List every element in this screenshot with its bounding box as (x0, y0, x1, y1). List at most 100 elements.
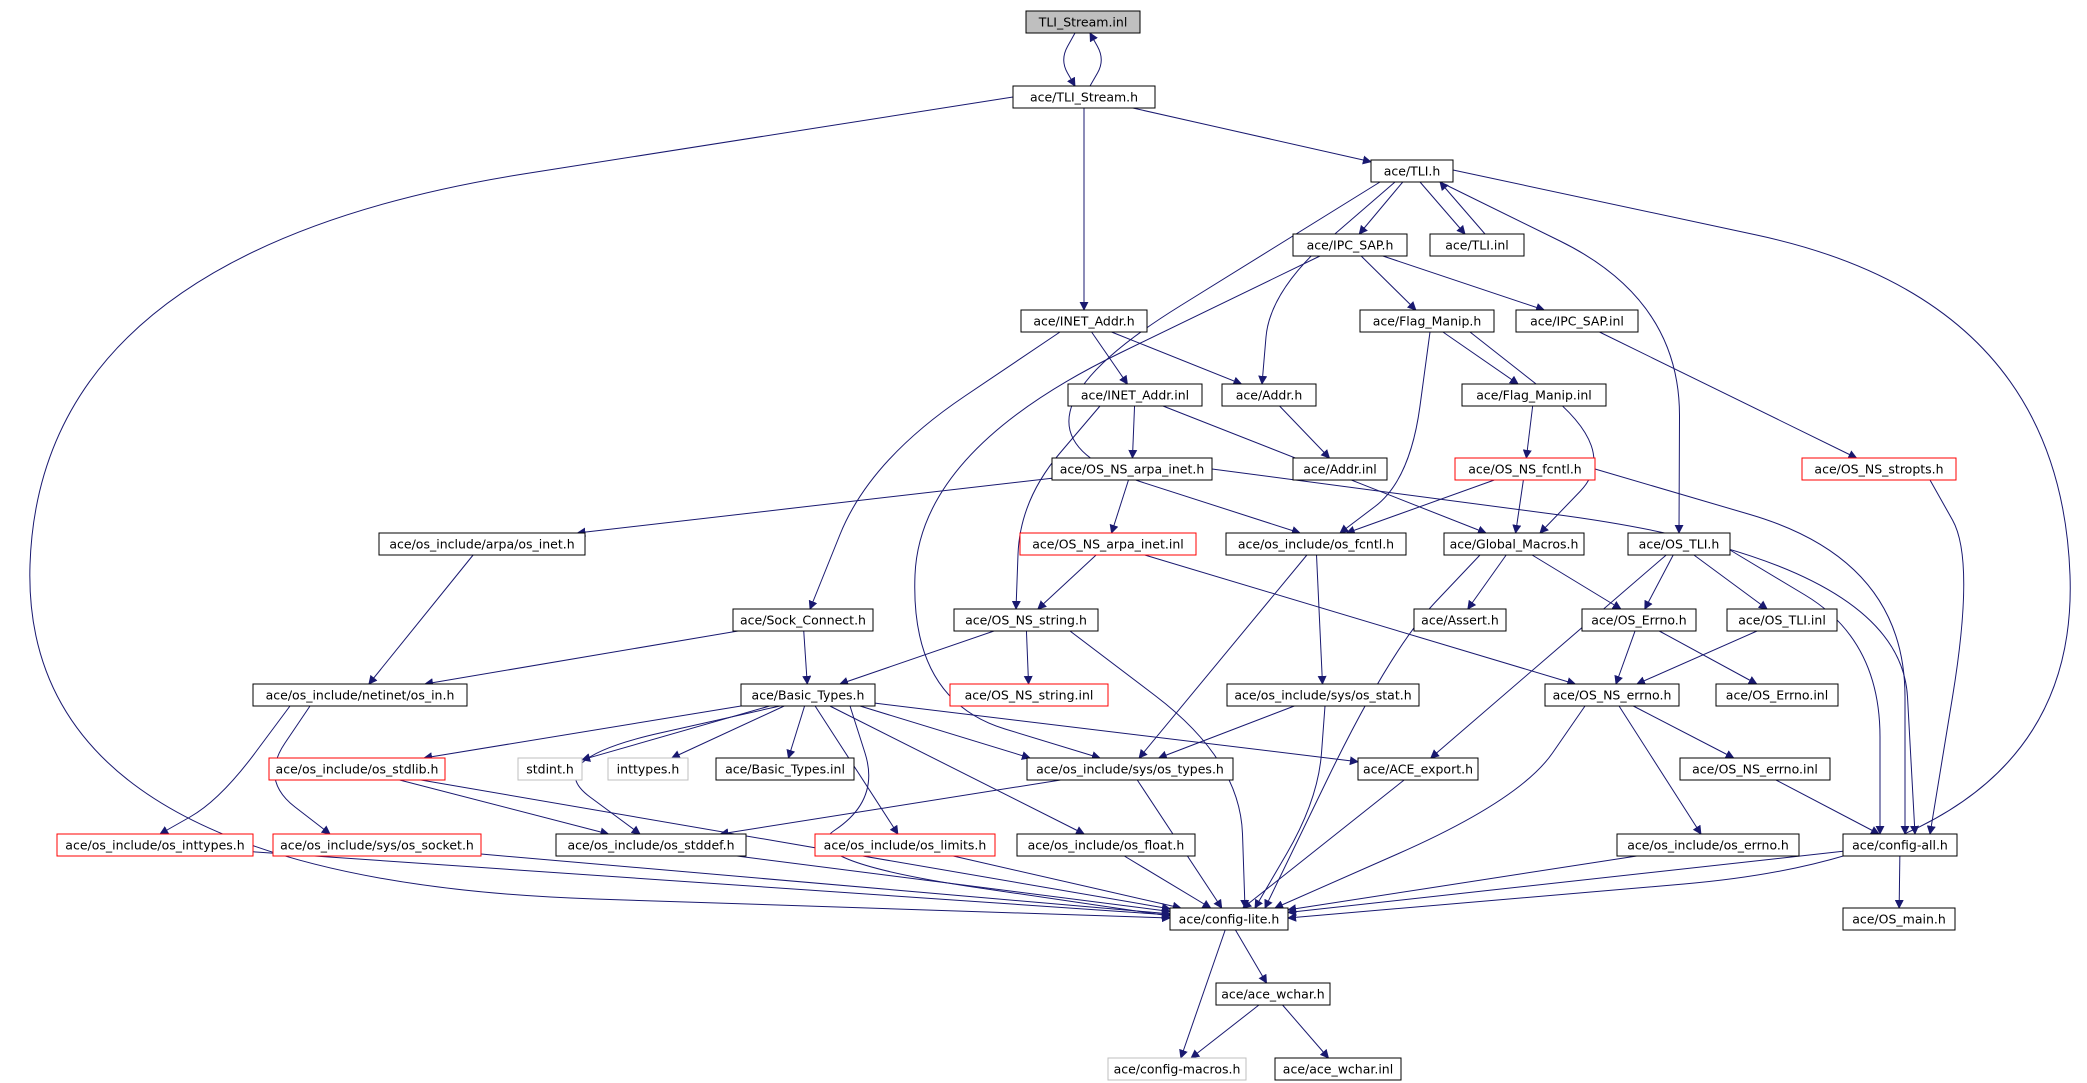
node-os-in-h[interactable]: ace/os_include/netinet/os_in.h (252, 683, 468, 707)
node-os-errno-h[interactable]: ace/OS_Errno.h (1581, 608, 1697, 632)
node-os-stat-h[interactable]: ace/os_include/sys/os_stat.h (1226, 683, 1420, 707)
edge-os_ns_string_h-to-os_ns_string_inl (1023, 630, 1033, 685)
edge-inet_addr_h-to-inet_addr_inl (1091, 331, 1128, 385)
node-ace-wchar-h[interactable]: ace/ace_wchar.h (1215, 982, 1331, 1006)
node-os-stdlib-h[interactable]: ace/os_include/os_stdlib.h (268, 757, 446, 781)
node-inet-addr-inl[interactable]: ace/INET_Addr.inl (1067, 383, 1203, 407)
node-label: ace/os_include/os_errno.h (1627, 838, 1789, 853)
node-os-tli-h[interactable]: ace/OS_TLI.h (1627, 532, 1731, 556)
node-inttypes-h[interactable]: inttypes.h (607, 757, 689, 781)
node-ipc-sap-h[interactable]: ace/IPC_SAP.h (1292, 233, 1408, 257)
node-config-all-h[interactable]: ace/config-all.h (1842, 833, 1958, 857)
node-box (1413, 608, 1507, 632)
node-addr-inl[interactable]: ace/Addr.inl (1292, 457, 1388, 481)
edge-os_limits_h-to-config_lite_h (953, 855, 1182, 911)
edge-global_macros_h-to-os_errno_h (1531, 554, 1622, 610)
node-box (740, 683, 876, 707)
node-box (1842, 907, 1956, 931)
node-box (1357, 757, 1479, 781)
node-label: ace/IPC_SAP.inl (1530, 314, 1624, 329)
node-os-ns-arpa-inet-h[interactable]: ace/OS_NS_arpa_inet.h (1051, 457, 1213, 481)
node-label: TLI_Stream.inl (1038, 15, 1128, 30)
node-box (1454, 457, 1596, 481)
node-basic-types-h[interactable]: ace/Basic_Types.h (740, 683, 876, 707)
edge-os_ns_errno_h-to-config_lite_h (1274, 705, 1586, 909)
node-tli-inl[interactable]: ace/TLI.inl (1429, 233, 1525, 257)
node-box (56, 833, 254, 857)
edge-tli_stream_h-to-config_lite_h (29, 96, 1171, 923)
edge-os_stddef_h-to-config_lite_h (736, 855, 1171, 915)
edge-ace_wchar_h-to-ace_wchar_inl (1282, 1004, 1330, 1059)
node-os-types-h[interactable]: ace/os_include/sys/os_types.h (1026, 757, 1234, 781)
node-os-errno-inl[interactable]: ace/OS_Errno.inl (1715, 683, 1839, 707)
node-os-float-h[interactable]: ace/os_include/os_float.h (1016, 833, 1196, 857)
node-os-ns-string-inl[interactable]: ace/OS_NS_string.inl (949, 683, 1109, 707)
node-box (1726, 608, 1838, 632)
node-os-stddef-h[interactable]: ace/os_include/os_stddef.h (555, 833, 747, 857)
edge-os_ns_errno_h-to-os_errno_sys_h (1618, 705, 1702, 835)
node-os-ns-arpa-inet-inl[interactable]: ace/OS_NS_arpa_inet.inl (1019, 532, 1197, 556)
node-os-inttypes-h[interactable]: ace/os_include/os_inttypes.h (56, 833, 254, 857)
node-label: ace/ace_wchar.h (1221, 987, 1324, 1002)
node-tli-stream-h[interactable]: ace/TLI_Stream.h (1012, 85, 1156, 109)
node-box (1026, 757, 1234, 781)
edge-inet_addr_h-to-addr_h (1111, 331, 1243, 386)
node-config-macros-h[interactable]: ace/config-macros.h (1107, 1057, 1247, 1081)
node-os-ns-string-h[interactable]: ace/OS_NS_string.h (953, 608, 1099, 632)
node-box (272, 833, 482, 857)
node-ace-export-h[interactable]: ace/ACE_export.h (1357, 757, 1479, 781)
edge-os_ns_errno_h-to-os_ns_errno_inl (1633, 705, 1735, 759)
node-inet-addr-h[interactable]: ace/INET_Addr.h (1020, 309, 1148, 333)
node-os-ns-errno-inl[interactable]: ace/OS_NS_errno.inl (1679, 757, 1831, 781)
node-os-tli-inl[interactable]: ace/OS_TLI.inl (1726, 608, 1838, 632)
node-label: ace/INET_Addr.inl (1081, 388, 1189, 403)
node-label: inttypes.h (617, 762, 680, 777)
node-sock-connect-h[interactable]: ace/Sock_Connect.h (732, 608, 874, 632)
node-os-ns-fcntl-h[interactable]: ace/OS_NS_fcntl.h (1454, 457, 1596, 481)
node-assert-h[interactable]: ace/Assert.h (1413, 608, 1507, 632)
node-global-macros-h[interactable]: ace/Global_Macros.h (1443, 532, 1585, 556)
node-box (1107, 1057, 1247, 1081)
edge-inet_addr_inl-to-os_ns_arpa_inet_h (1128, 405, 1138, 459)
node-config-lite-h[interactable]: ace/config-lite.h (1169, 907, 1289, 931)
node-os-main-h[interactable]: ace/OS_main.h (1842, 907, 1956, 931)
edge-config_lite_h-to-config_macros_h (1179, 929, 1226, 1059)
edge-os_ns_fcntl_h-to-os_fcntl_h (1345, 479, 1495, 535)
node-label: ace/TLI.h (1384, 164, 1441, 179)
node-os-fcntl-h[interactable]: ace/os_include/os_fcntl.h (1225, 532, 1407, 556)
node-flag-manip-inl[interactable]: ace/Flag_Manip.inl (1461, 383, 1607, 407)
node-label: ace/OS_NS_arpa_inet.inl (1032, 537, 1183, 552)
node-label: ace/OS_NS_fcntl.h (1468, 462, 1581, 477)
node-tli-stream-inl[interactable]: TLI_Stream.inl (1025, 10, 1141, 34)
node-box (1051, 457, 1213, 481)
node-box (1616, 833, 1800, 857)
node-box (1515, 309, 1639, 333)
node-tli-h[interactable]: ace/TLI.h (1370, 159, 1454, 183)
node-os-socket-h[interactable]: ace/os_include/sys/os_socket.h (272, 833, 482, 857)
node-box (1359, 309, 1495, 333)
node-box (1715, 683, 1839, 707)
edge-inet_addr_inl-to-os_ns_string_h (1011, 405, 1101, 610)
node-box (949, 683, 1109, 707)
edge-ipc_sap_inl-to-os_ns_stropts_h (1599, 331, 1858, 459)
node-os-ns-errno-h[interactable]: ace/OS_NS_errno.h (1544, 683, 1680, 707)
node-basic-types-inl[interactable]: ace/Basic_Types.inl (715, 757, 855, 781)
edge-tli_stream_inl-to-tli_stream_h (1063, 32, 1076, 87)
node-stdint-h[interactable]: stdint.h (517, 757, 583, 781)
edge-os_ns_stropts_h-to-config_all_h (1926, 479, 1965, 835)
node-ipc-sap-inl[interactable]: ace/IPC_SAP.inl (1515, 309, 1639, 333)
node-flag-manip-h[interactable]: ace/Flag_Manip.h (1359, 309, 1495, 333)
node-os-ns-stropts-h[interactable]: ace/OS_NS_stropts.h (1801, 457, 1957, 481)
edge-os_inttypes_h-to-config_lite_h (252, 851, 1171, 919)
node-os-limits-h[interactable]: ace/os_include/os_limits.h (814, 833, 996, 857)
node-ace-wchar-inl[interactable]: ace/ace_wchar.inl (1274, 1057, 1402, 1081)
node-addr-h[interactable]: ace/Addr.h (1221, 383, 1317, 407)
node-os-inet-h[interactable]: ace/os_include/arpa/os_inet.h (378, 532, 586, 556)
node-label: ace/OS_Errno.inl (1726, 688, 1828, 703)
node-box (1016, 833, 1196, 857)
node-os-errno-sys-h[interactable]: ace/os_include/os_errno.h (1616, 833, 1800, 857)
node-label: ace/config-all.h (1852, 838, 1948, 853)
edge-os_in_h-to-os_inttypes_h (159, 705, 291, 835)
edge-os_ns_string_h-to-basic_types_h (839, 630, 995, 686)
node-label: ace/config-macros.h (1114, 1062, 1241, 1077)
